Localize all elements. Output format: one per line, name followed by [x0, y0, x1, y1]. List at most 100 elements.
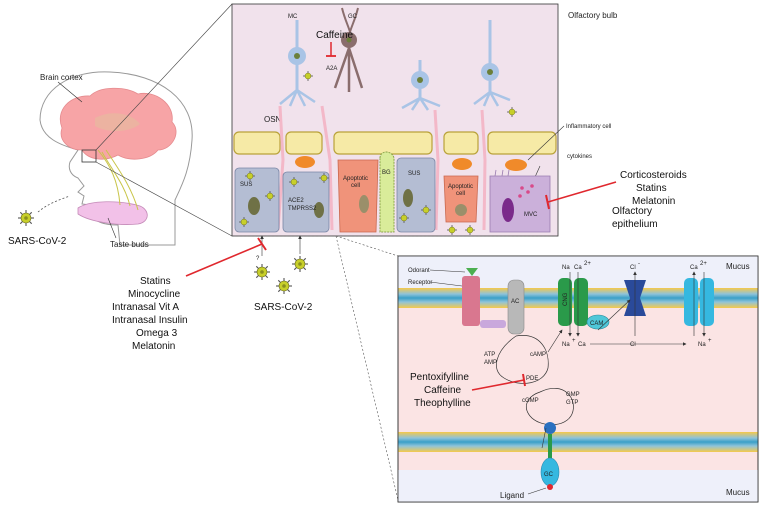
cl-in-label: Cl — [630, 342, 636, 348]
svg-text:MVC: MVC — [524, 212, 538, 218]
ca-right-sup: 2+ — [700, 261, 707, 267]
svg-text:cell: cell — [456, 191, 465, 197]
granule-cell — [333, 7, 364, 92]
question-label: ? — [256, 256, 260, 262]
drug-pde-0: Pentoxifylline — [410, 372, 469, 383]
svg-text:SUS: SUS — [408, 171, 420, 177]
ca-in-label: Ca — [578, 342, 586, 348]
cng-channel: CNG — [558, 278, 588, 326]
ace2-cell: ACE2 TMPRSS2 — [282, 171, 330, 233]
ac-icon — [507, 279, 525, 335]
olfactory-epithelium-title-1: Olfactory — [612, 206, 652, 217]
na-right-sup: + — [708, 338, 712, 344]
cam-label: CAM — [590, 321, 603, 327]
svg-text:cell: cell — [351, 183, 360, 189]
signaling-panel: Mucus Mucus Odorant Receptor AC CNG Na C… — [397, 255, 759, 503]
cam-icon — [586, 314, 610, 330]
ac-label: AC — [511, 299, 520, 305]
virus-icon — [17, 209, 35, 227]
gtp-label: GTP — [566, 400, 578, 406]
mitral-cell-left — [279, 20, 316, 107]
drug-right-0: Corticosteroids — [620, 170, 687, 181]
head-illustration: Brain cortex Taste buds SARS-CoV-2 — [8, 3, 233, 249]
brain-cortex-label: Brain cortex — [40, 73, 83, 82]
drug-left-1: Minocycline — [128, 289, 181, 300]
drug-left-0: Statins — [140, 276, 171, 287]
drug-pde-2: Theophylline — [414, 398, 471, 409]
tongue-shape — [77, 201, 148, 225]
inflammatory-cell — [505, 159, 527, 171]
a2a-label: A2A — [326, 66, 337, 72]
odorant-label: Odorant — [408, 268, 430, 274]
bowman-gland: BG — [379, 151, 395, 233]
na-in-sup: + — [572, 338, 576, 344]
mc-label: MC — [288, 14, 298, 20]
drug-right-2: Melatonin — [632, 196, 675, 207]
virus-icon — [291, 255, 309, 273]
gc-receptor — [540, 422, 560, 490]
membrane-bottom — [398, 432, 758, 452]
pde-label: PDE — [526, 376, 538, 382]
drug-left-4: Omega 3 — [136, 328, 178, 339]
drug-left-5: Melatonin — [132, 341, 175, 352]
osn-axons — [276, 105, 487, 231]
inflammatory-cell — [452, 158, 472, 170]
na-top-label: Na — [562, 265, 570, 271]
apoptotic-cell-right: Apoptotic cell — [443, 175, 479, 236]
taste-buds-label: Taste buds — [110, 240, 149, 249]
svg-text:Apoptotic: Apoptotic — [448, 184, 473, 190]
gmp-label: GMP — [566, 392, 580, 398]
caffeine-label: Caffeine — [316, 30, 354, 41]
drug-left-2: Intranasal Vit A — [112, 302, 179, 313]
atp-label: ATP — [484, 352, 495, 358]
ligand-label: Ligand — [500, 491, 524, 500]
olfactory-bulb-title: Olfactory bulb — [568, 11, 618, 20]
inflammatory-cell — [295, 156, 315, 168]
gc-label: GC — [544, 472, 554, 478]
gc-label: GC — [348, 14, 358, 20]
exchanger-channel — [684, 278, 714, 326]
svg-text:SUS: SUS — [240, 182, 252, 188]
odorant-icon — [466, 268, 478, 276]
cgmp-label: cGMP — [522, 398, 539, 404]
svg-text:Apoptotic: Apoptotic — [343, 176, 368, 182]
receptor-icon — [462, 276, 480, 326]
na-right-label: Na — [698, 342, 706, 348]
zoom-box — [81, 149, 97, 163]
drug-left-3: Intranasal Insulin — [112, 315, 188, 326]
ca-top-label: Ca — [574, 265, 582, 271]
svg-text:CNG: CNG — [563, 292, 569, 306]
drug-right-1: Statins — [636, 183, 667, 194]
mitral-cell-right — [473, 20, 511, 107]
sus-cell-right: SUS — [396, 157, 436, 233]
virus-icon — [275, 277, 293, 295]
sus-cell-left: SUS — [234, 167, 280, 233]
drug-pde-1: Caffeine — [424, 385, 462, 396]
ca-right-label: Ca — [690, 265, 698, 271]
mucus-top-label: Mucus — [726, 262, 750, 271]
cytokines-label: cytokines — [567, 154, 592, 160]
mvc-cell: MVC — [489, 169, 551, 233]
apoptotic-cell-left: Apoptotic cell — [337, 159, 379, 233]
cl-top-sup: - — [638, 261, 640, 267]
mucus-bottom-label: Mucus — [726, 488, 750, 497]
drugs-left-list: Statins Minocycline Intranasal Vit A Int… — [112, 276, 188, 352]
svg-text:ACE2: ACE2 — [288, 198, 304, 204]
ca-top-sup: 2+ — [584, 261, 591, 267]
lamina-band — [233, 131, 557, 155]
mitral-cell-middle — [401, 60, 441, 111]
na-in-label: Na — [562, 342, 570, 348]
receptor-label: Receptor — [408, 280, 432, 286]
olfactory-panel: Olfactory bulb MC GC Caffeine A2A — [231, 3, 618, 237]
virus-icon — [253, 263, 271, 281]
cl-top-label: Cl — [630, 265, 636, 271]
svg-text:BG: BG — [382, 170, 391, 176]
svg-text:TMPRSS2: TMPRSS2 — [288, 206, 317, 212]
osn-label: OSN — [264, 115, 282, 124]
inflammatory-cell-label: Inflammatory cell — [566, 124, 611, 130]
camp-label: cAMP — [530, 352, 546, 358]
olfactory-epithelium-title-2: epithelium — [612, 219, 658, 230]
virus-label-entry: SARS-CoV-2 — [254, 302, 313, 313]
